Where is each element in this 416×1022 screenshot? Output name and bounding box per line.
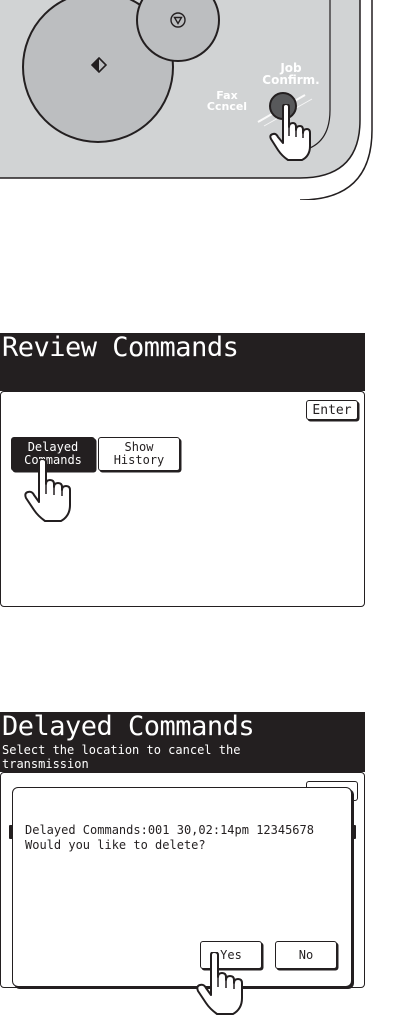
pointing-hand-icon xyxy=(193,951,249,1018)
fax-cancel-label-line1: Fax xyxy=(216,89,238,102)
review-commands-screen: Review Commands Enter Delayed Commands S… xyxy=(0,332,365,607)
show-history-label-line1: Show xyxy=(124,440,154,454)
no-button-label: No xyxy=(298,947,314,962)
start-diamond-icon[interactable] xyxy=(90,56,108,74)
dialog-message-line1: Delayed Commands:001 30,02:14pm 12345678 xyxy=(25,823,314,837)
job-confirm-label-line2: Confirm. xyxy=(262,73,320,87)
right-edge-mark xyxy=(352,825,356,839)
show-history-label-line2: History xyxy=(113,453,165,467)
fax-cancel-label-line2: Ccncel xyxy=(206,100,248,113)
job-confirm-label-line1: Job xyxy=(280,61,302,75)
screen-subtitle-line1: Select the location to cancel the xyxy=(2,743,241,757)
show-history-button[interactable]: Show History xyxy=(98,437,180,471)
pointing-hand-icon xyxy=(266,103,316,164)
job-confirm-label: Job Confirm. xyxy=(256,62,326,86)
stop-triangle-icon[interactable] xyxy=(170,12,186,28)
fax-cancel-label: Fax Ccncel xyxy=(202,90,252,112)
screen-title: Review Commands xyxy=(2,332,239,363)
screen-header: Delayed Commands Select the location to … xyxy=(0,711,365,772)
screen-subtitle-line2: transmission xyxy=(2,757,89,771)
no-button[interactable]: No xyxy=(275,941,337,969)
delayed-commands-label-line1: Delayed xyxy=(27,440,79,454)
yes-button-label: Yes xyxy=(220,947,242,962)
screen-title: Delayed Commands xyxy=(2,711,255,742)
screen-body: Enter Delayed Commands Show History xyxy=(0,391,365,607)
control-panel-drawing xyxy=(0,0,373,201)
dialog-message-line2: Would you like to delete? xyxy=(25,838,206,852)
screen-header: Review Commands xyxy=(0,332,365,391)
pointing-hand-icon xyxy=(21,458,77,525)
left-edge-mark xyxy=(9,825,13,839)
delayed-commands-screen: Delayed Commands Select the location to … xyxy=(0,711,365,1015)
delete-confirm-dialog: Delayed Commands:001 30,02:14pm 12345678… xyxy=(12,787,352,987)
enter-button-label: Enter xyxy=(312,402,352,418)
fax-control-panel: Job Confirm. Fax Ccncel xyxy=(0,0,416,201)
enter-button[interactable]: Enter xyxy=(306,400,358,420)
